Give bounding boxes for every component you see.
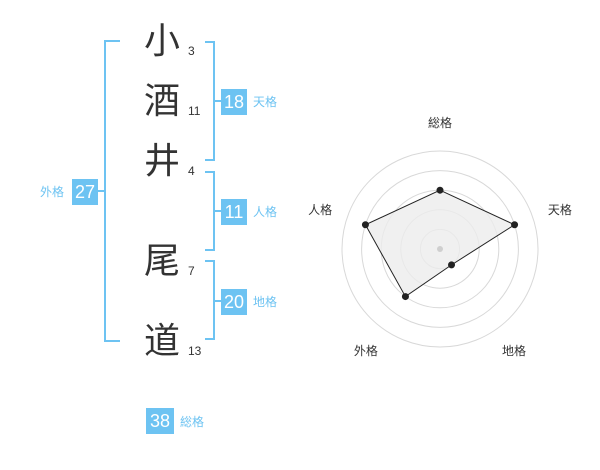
name-char-1: 小 — [143, 21, 180, 62]
jinkaku-tick — [213, 210, 221, 212]
jinkaku-label: 人格 — [253, 205, 278, 219]
name-char-4: 尾 — [143, 241, 180, 282]
jinkaku-score-badge: 11 — [221, 199, 247, 225]
stroke-count-5: 13 — [188, 344, 202, 358]
radar-center-dot — [437, 246, 443, 252]
stroke-count-3: 4 — [188, 164, 195, 178]
radar-point-5 — [361, 221, 369, 229]
soukaku-score-badge: 38 — [146, 408, 174, 434]
radar-point-4 — [401, 293, 409, 301]
name-char-3: 井 — [143, 141, 180, 182]
radar-axis-label-2: 天格 — [548, 202, 572, 217]
radar-area — [364, 189, 516, 298]
gaikaku-bracket — [104, 40, 120, 342]
radar-axis-label-1: 総格 — [428, 115, 452, 130]
chikaku-label: 地格 — [253, 295, 278, 309]
gaikaku-tick — [98, 190, 104, 192]
tenkaku-score-badge: 18 — [221, 89, 247, 115]
gaikaku-label: 外格 — [40, 185, 65, 199]
radar-point-1 — [436, 186, 444, 194]
radar-axis-label-5: 人格 — [308, 202, 332, 217]
soukaku-label: 総格 — [180, 415, 205, 429]
name-char-2: 酒 — [143, 81, 180, 122]
radar-ring — [341, 150, 539, 348]
tenkaku-tick — [213, 100, 221, 102]
chikaku-score-badge: 20 — [221, 289, 247, 315]
radar-axis-label-3: 地格 — [502, 343, 526, 358]
stroke-count-1: 3 — [188, 44, 195, 58]
radar-point-2 — [511, 221, 519, 229]
radar-point-3 — [448, 261, 456, 269]
tenkaku-label: 天格 — [253, 95, 278, 109]
stroke-count-2: 11 — [188, 104, 201, 118]
chikaku-tick — [213, 300, 221, 302]
gaikaku-score-badge: 27 — [72, 179, 98, 205]
radar-ring — [361, 170, 519, 328]
radar-axis-label-4: 外格 — [354, 343, 378, 358]
stroke-count-4: 7 — [188, 264, 195, 278]
name-char-5: 道 — [143, 321, 180, 362]
